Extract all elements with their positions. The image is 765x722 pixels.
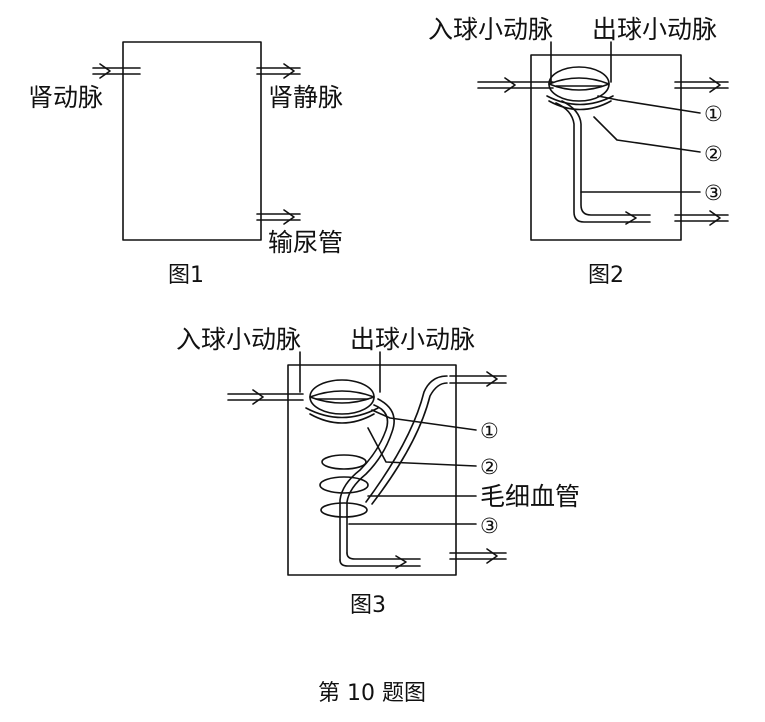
figure2-box	[530, 54, 682, 241]
figure3-capillary-label: 毛细血管	[480, 482, 580, 511]
figure1-renal-vein-label: 肾静脉	[268, 83, 343, 112]
figure3-bottom-right-arrow	[449, 548, 507, 564]
figure3-top-right-arrow	[449, 371, 507, 387]
figure1-renal-vein-arrow	[256, 63, 301, 79]
figure1-ureter-arrow	[256, 209, 301, 225]
figure2-glomerulus	[548, 66, 610, 102]
figure3-nephron	[227, 351, 507, 576]
figure2-marker-2: ②	[704, 142, 723, 166]
figure3-marker-1: ①	[480, 419, 499, 443]
figure1-ureter-label: 输尿管	[268, 228, 343, 257]
figure1-renal-artery-label: 肾动脉	[28, 83, 103, 112]
figure2-leader-1	[597, 95, 701, 114]
figure3-afferent-label: 入球小动脉	[176, 325, 301, 354]
overall-caption: 第 10 题图	[318, 681, 426, 706]
figure2-tubule	[555, 100, 651, 225]
figure2-top-right-arrow	[674, 77, 729, 93]
figure3-leader-2	[367, 427, 477, 467]
figure2-marker-3: ③	[704, 181, 723, 205]
figure3-glomerulus	[309, 379, 375, 415]
figure1-renal-artery-arrow	[92, 63, 141, 79]
figure2-afferent-label: 入球小动脉	[428, 15, 553, 44]
figure3-tubule-outflow	[339, 552, 421, 569]
figure3-marker-3: ③	[480, 514, 499, 538]
figure3-leader-1	[371, 409, 477, 431]
figure2-right-outflow-arrow	[674, 210, 729, 226]
figure2-bowmans-capsule	[546, 95, 614, 111]
figure3-efferent-vessel	[339, 398, 395, 561]
figure1-caption: 图1	[168, 263, 204, 288]
figure2-marker-1: ①	[704, 102, 723, 126]
figure2-caption: 图2	[588, 263, 624, 288]
figure1-kidney	[92, 41, 301, 241]
figure2-efferent-label: 出球小动脉	[592, 15, 717, 44]
figure3-box	[287, 364, 457, 576]
figure3-bowmans-capsule	[305, 407, 379, 424]
figure1-kidney-box	[122, 41, 262, 241]
figure2-afferent-arrow	[477, 77, 554, 93]
figure3-efferent-label: 出球小动脉	[350, 325, 475, 354]
figure3-ascending-vessel	[365, 375, 448, 505]
figure3-capillary-coil	[319, 454, 369, 518]
figure3-marker-2: ②	[480, 455, 499, 479]
figure3-caption: 图3	[350, 593, 386, 618]
figure2-nephron	[477, 41, 729, 241]
figure2-leader-2	[593, 116, 701, 153]
figure3-afferent-arrow	[227, 389, 304, 405]
